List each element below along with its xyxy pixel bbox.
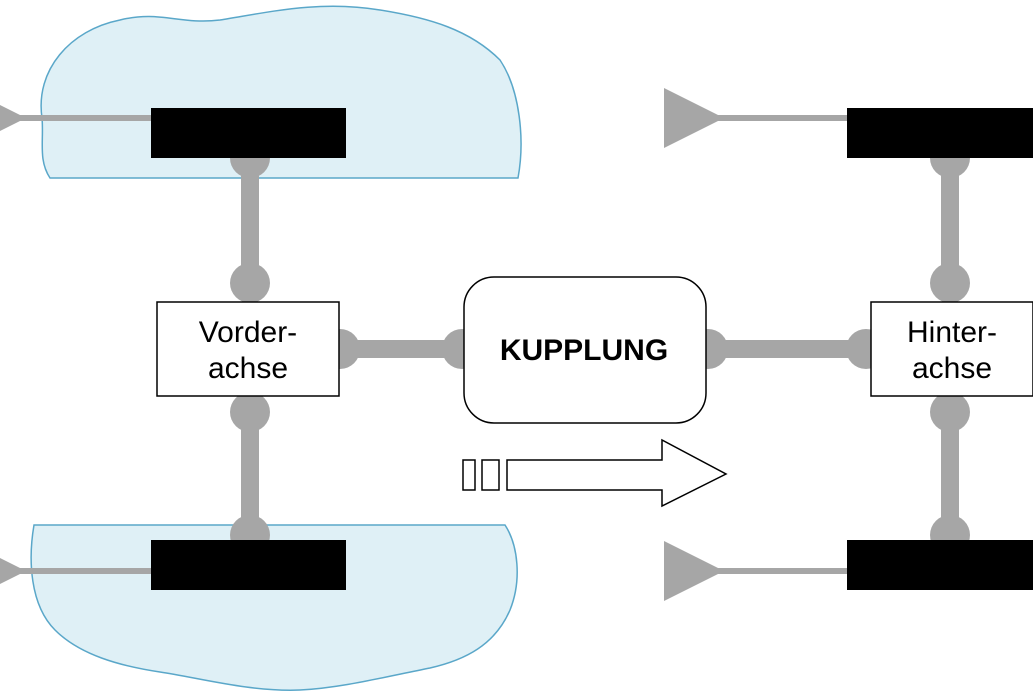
rear-axle-label-line1: Hinter- [907,316,997,349]
clutch-node: KUPPLUNG [463,276,707,424]
flow-arrow-dash-1 [462,459,476,491]
rear-axle-label-line2: achse [912,352,992,385]
flow-arrow-body [506,438,728,508]
joint-rear-upper-axle [930,263,970,303]
rear-axle-box [870,301,1033,397]
front-axle-box [156,301,340,397]
clutch-box [463,276,707,424]
torque-flow-arrow-icon [462,438,728,508]
front-axle-node: Vorder- achse [156,301,340,397]
rear-axle-node: Hinter- achse [870,301,1033,397]
wheel-front-right [151,540,346,590]
wheel-front-left [151,108,346,158]
wheel-rear-right [847,540,1033,590]
flow-arrow-dash-2 [481,459,500,491]
wheel-rear-left [847,108,1033,158]
joint-front-lower-axle [230,392,270,432]
joint-front-upper-axle [230,263,270,303]
front-axle-label-line1: Vorder- [199,316,297,349]
clutch-label: KUPPLUNG [500,334,668,367]
front-axle-label-line2: achse [208,352,288,385]
joint-rear-lower-axle [930,392,970,432]
